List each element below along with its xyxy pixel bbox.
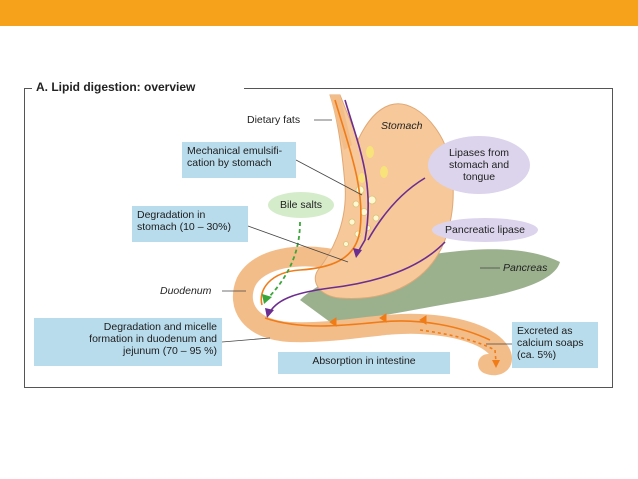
pancreatic-lipase-ellipse: Pancreatic lipase xyxy=(432,218,538,242)
leader-lines xyxy=(221,119,512,345)
excreted-line-2: calcium soaps xyxy=(517,337,584,349)
lipase-flow-stomach xyxy=(344,99,370,253)
degradation-micelle-box: Degradation and micelle formation in duo… xyxy=(34,318,222,366)
degradation-stomach-box: Degradation in stomach (10 – 30%) xyxy=(132,206,248,242)
lipases-line-2: stomach and xyxy=(448,159,510,171)
lipases-line-3: tongue xyxy=(462,171,496,183)
stomach-label: Stomach xyxy=(381,120,423,132)
frame-top-right-edge xyxy=(244,88,613,89)
fat-flow-orange xyxy=(260,99,362,306)
mechanical-line-1: Mechanical emulsifi- xyxy=(187,145,283,157)
bile-arrowhead xyxy=(262,294,272,304)
fat-drops xyxy=(358,146,388,183)
dietary-fats-label: Dietary fats xyxy=(247,114,301,126)
duodenum-label: Duodenum xyxy=(160,285,212,297)
excretion-arrowhead xyxy=(492,360,500,368)
figure-title: A. Lipid digestion: overview xyxy=(36,80,196,94)
pancreas-label: Pancreas xyxy=(503,262,548,274)
pancreatic-lipase-label: Pancreatic lipase xyxy=(445,224,525,236)
bile-salts-label: Bile salts xyxy=(279,199,322,211)
degradation-stomach-line-2: stomach (10 – 30%) xyxy=(137,221,231,233)
micelle-line-3: jejunum (70 – 95 %) xyxy=(123,345,217,357)
excreted-line-1: Excreted as xyxy=(517,325,573,337)
mechanical-line-2: cation by stomach xyxy=(187,157,272,169)
duodenum-tube xyxy=(232,246,512,376)
pancreatic-arrowhead xyxy=(265,308,274,318)
micelle-line-2: formation in duodenum and xyxy=(89,333,217,345)
lipases-ellipse: Lipases from stomach and tongue xyxy=(428,136,530,194)
excreted-box: Excreted as calcium soaps (ca. 5%) xyxy=(512,322,598,368)
frame-top-left-edge xyxy=(24,88,32,89)
bile-salts-ellipse: Bile salts xyxy=(268,192,334,218)
mechanical-emulsification-box: Mechanical emulsifi- cation by stomach xyxy=(182,142,296,178)
lipases-line-1: Lipases from xyxy=(448,147,510,159)
pancreas-shape xyxy=(300,249,560,322)
intestine-flow-orange xyxy=(264,317,491,341)
figure-frame xyxy=(24,88,613,388)
micelle-line-1: Degradation and micelle xyxy=(103,321,217,333)
absorption-label: Absorption in intestine xyxy=(312,355,416,367)
absorption-arrows xyxy=(329,313,427,327)
degradation-stomach-line-1: Degradation in xyxy=(137,209,206,221)
lipase-flow-tongue xyxy=(367,177,426,241)
lipase-arrowhead-stomach xyxy=(353,248,362,258)
header-bar xyxy=(0,0,638,26)
pancreatic-lipase-flow xyxy=(269,241,446,313)
excreted-line-3: (ca. 5%) xyxy=(517,349,557,361)
bile-flow-green xyxy=(267,221,301,299)
absorption-box: Absorption in intestine xyxy=(278,352,450,374)
